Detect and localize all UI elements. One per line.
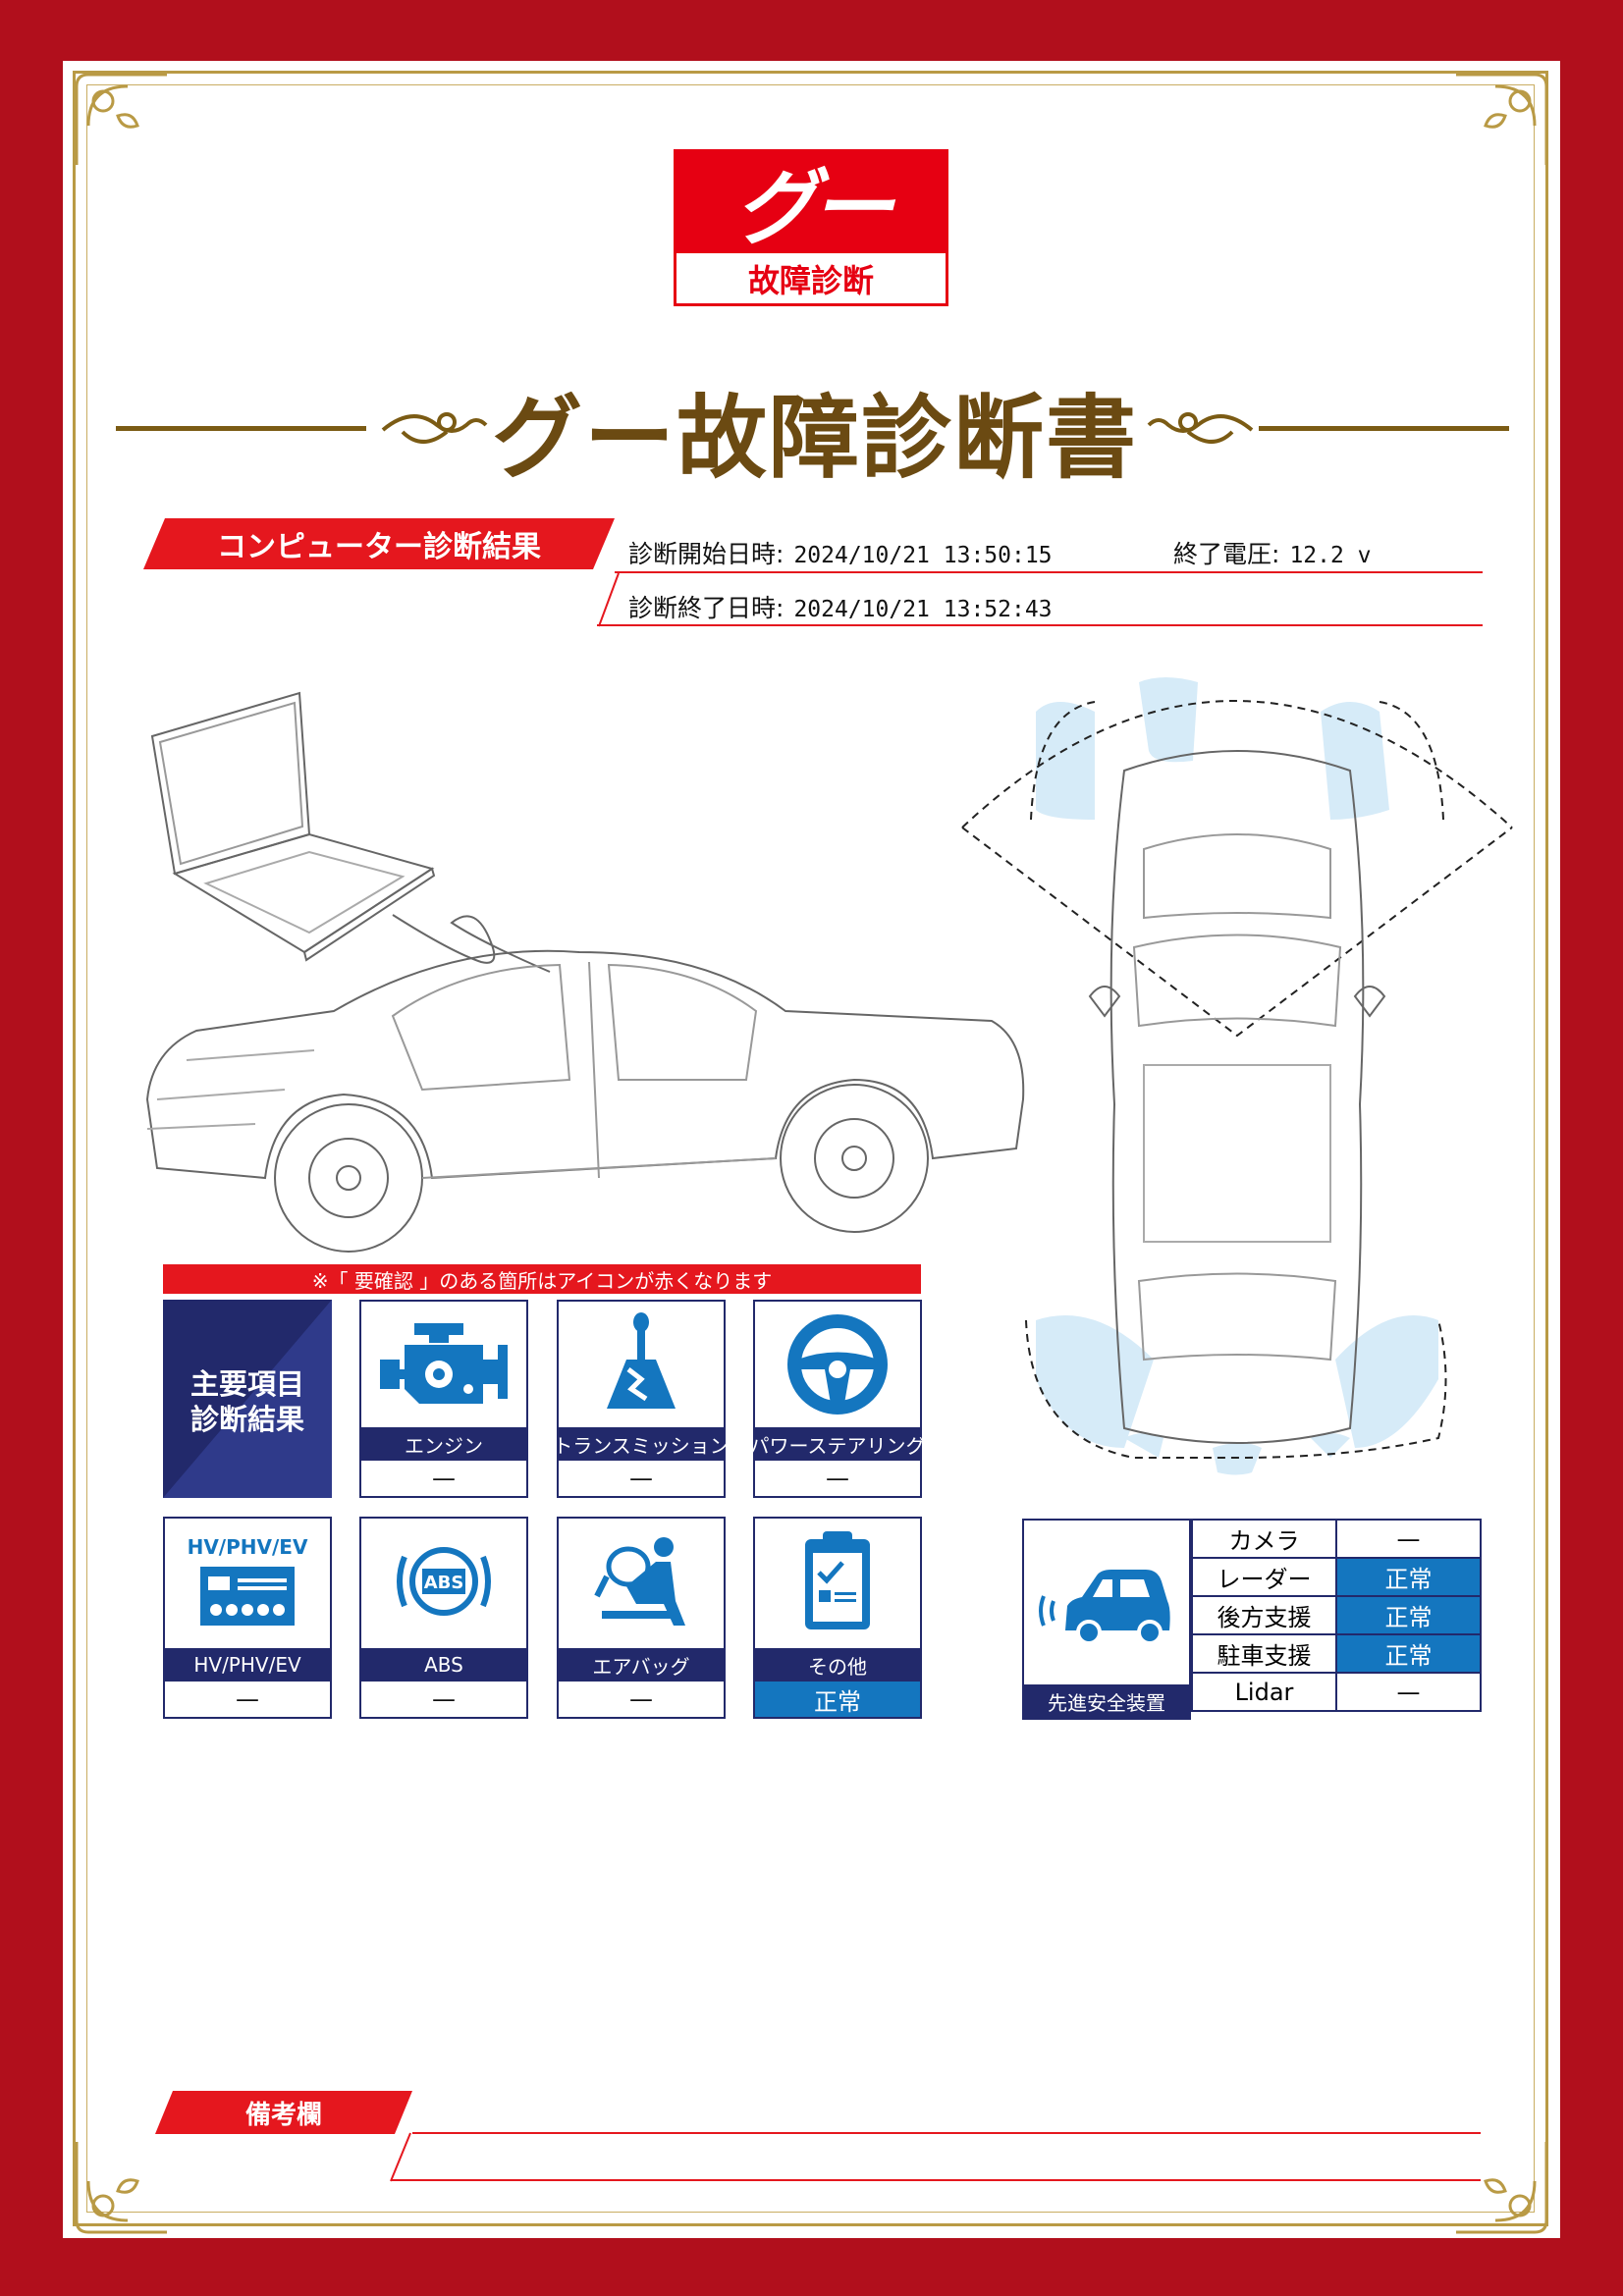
item-label: ABS (361, 1648, 526, 1682)
adas-table: カメラ— レーダー正常 後方支援正常 駐車支援正常 Lidar— (1191, 1519, 1482, 1712)
remarks-rule-2[interactable] (391, 2179, 1481, 2181)
title-rule-right (1259, 426, 1509, 431)
corner-ornament-icon (75, 73, 167, 165)
table-row: Lidar— (1191, 1672, 1482, 1712)
item-transmission[interactable]: トランスミッション — (553, 1300, 730, 1498)
result-banner: コンピューター診断結果 (143, 518, 615, 569)
adas-row-name: レーダー (1191, 1557, 1337, 1597)
adas-row-value: 正常 (1335, 1595, 1482, 1635)
logo-mark: グー (733, 159, 893, 256)
battery-icon-text: HV/PHV/EV (187, 1535, 308, 1559)
item-value: — (432, 1465, 456, 1492)
adas-tile: 先進安全装置 (1022, 1519, 1191, 1720)
header-rule-1 (615, 571, 1483, 573)
corner-ornament-icon (75, 2142, 167, 2234)
clipboard-icon (805, 1531, 870, 1629)
engine-icon (380, 1323, 508, 1404)
corner-ornament-icon (1456, 73, 1548, 165)
item-value: — (629, 1465, 653, 1492)
report-sheet (63, 61, 1560, 2238)
gold-frame (73, 71, 1548, 2226)
car-top-illustration (961, 677, 1513, 1475)
adas-label: 先進安全装置 (1024, 1684, 1189, 1718)
item-airbag[interactable]: エアバッグ — (557, 1517, 726, 1719)
summary-tile: 主要項目 診断結果 (163, 1300, 332, 1498)
airbag-icon (594, 1537, 685, 1626)
corner-ornament-icon (1456, 2142, 1548, 2234)
car-sensor-icon (1039, 1570, 1170, 1645)
flourish-left-icon (381, 412, 488, 444)
summary-line1: 主要項目 (189, 1367, 304, 1401)
item-label: トランスミッション (553, 1427, 730, 1461)
car-side-illustration (145, 691, 1025, 1253)
item-value: — (236, 1685, 259, 1713)
adas-row-value: — (1335, 1672, 1482, 1712)
item-value: 正常 (755, 1682, 920, 1717)
remarks-banner: 備考欄 (155, 2091, 412, 2134)
abs-icon-text: ABS (424, 1573, 464, 1593)
logo-subtitle: 故障診断 (674, 253, 948, 306)
adas-row-name: Lidar (1191, 1672, 1337, 1712)
start-time-label: 診断開始日時: (628, 540, 784, 568)
table-row: レーダー正常 (1191, 1557, 1482, 1597)
steering-wheel-icon (787, 1314, 888, 1415)
table-row: 後方支援正常 (1191, 1595, 1482, 1635)
adas-row-name: カメラ (1191, 1519, 1337, 1559)
flourish-right-icon (1147, 412, 1254, 444)
gear-shift-icon (607, 1312, 676, 1409)
item-value: — (826, 1465, 849, 1492)
remarks-rule-1 (412, 2132, 1481, 2134)
title-rule-left (116, 426, 366, 431)
adas-row-value: 正常 (1335, 1633, 1482, 1674)
page-title: グー故障診断書 (491, 386, 1138, 491)
goo-logo: グー 故障診断 (674, 149, 948, 308)
item-value: — (432, 1685, 456, 1713)
item-abs[interactable]: ABS ABS — (359, 1517, 528, 1719)
summary-stripe (163, 1300, 332, 1498)
end-time-row: 診断終了日時: 2024/10/21 13:52:43 (628, 589, 1053, 624)
remarks-slash (390, 2132, 411, 2182)
voltage-value: 12.2 v (1289, 543, 1372, 568)
item-label: HV/PHV/EV (165, 1648, 330, 1682)
start-time-value: 2024/10/21 13:50:15 (793, 543, 1053, 568)
item-label: その他 (755, 1648, 920, 1682)
item-engine[interactable]: エンジン — (359, 1300, 528, 1498)
battery-icon (200, 1567, 295, 1626)
end-time-value: 2024/10/21 13:52:43 (793, 597, 1053, 622)
table-row: カメラ— (1191, 1519, 1482, 1559)
header-rule-2 (597, 624, 1483, 626)
start-time-row: 診断開始日時: 2024/10/21 13:50:15 (628, 535, 1053, 570)
notice-banner: ※「 要確認 」のある箇所はアイコンが赤くなります (163, 1264, 921, 1294)
item-power-steering[interactable]: パワーステアリング — (750, 1300, 926, 1498)
item-hv-phv-ev[interactable]: HV/PHV/EV HV/PHV/EV — (163, 1517, 332, 1719)
summary-line2: 診断結果 (189, 1403, 304, 1436)
abs-icon: ABS (397, 1547, 491, 1616)
table-row: 駐車支援正常 (1191, 1633, 1482, 1674)
item-label: エアバッグ (559, 1648, 724, 1682)
item-label: パワーステアリング (750, 1427, 926, 1461)
voltage-label: 終了電圧: (1173, 540, 1280, 568)
item-label: エンジン (361, 1427, 526, 1461)
gold-frame-inner (86, 84, 1535, 2213)
adas-row-name: 駐車支援 (1191, 1633, 1337, 1674)
end-time-label: 診断終了日時: (628, 594, 784, 622)
item-value: — (629, 1685, 653, 1713)
adas-row-value: 正常 (1335, 1557, 1482, 1597)
header-slash (598, 572, 620, 627)
voltage-row: 終了電圧: 12.2 v (1173, 535, 1372, 570)
item-other[interactable]: その他 正常 (753, 1517, 922, 1719)
adas-row-name: 後方支援 (1191, 1595, 1337, 1635)
adas-row-value: — (1335, 1519, 1482, 1559)
